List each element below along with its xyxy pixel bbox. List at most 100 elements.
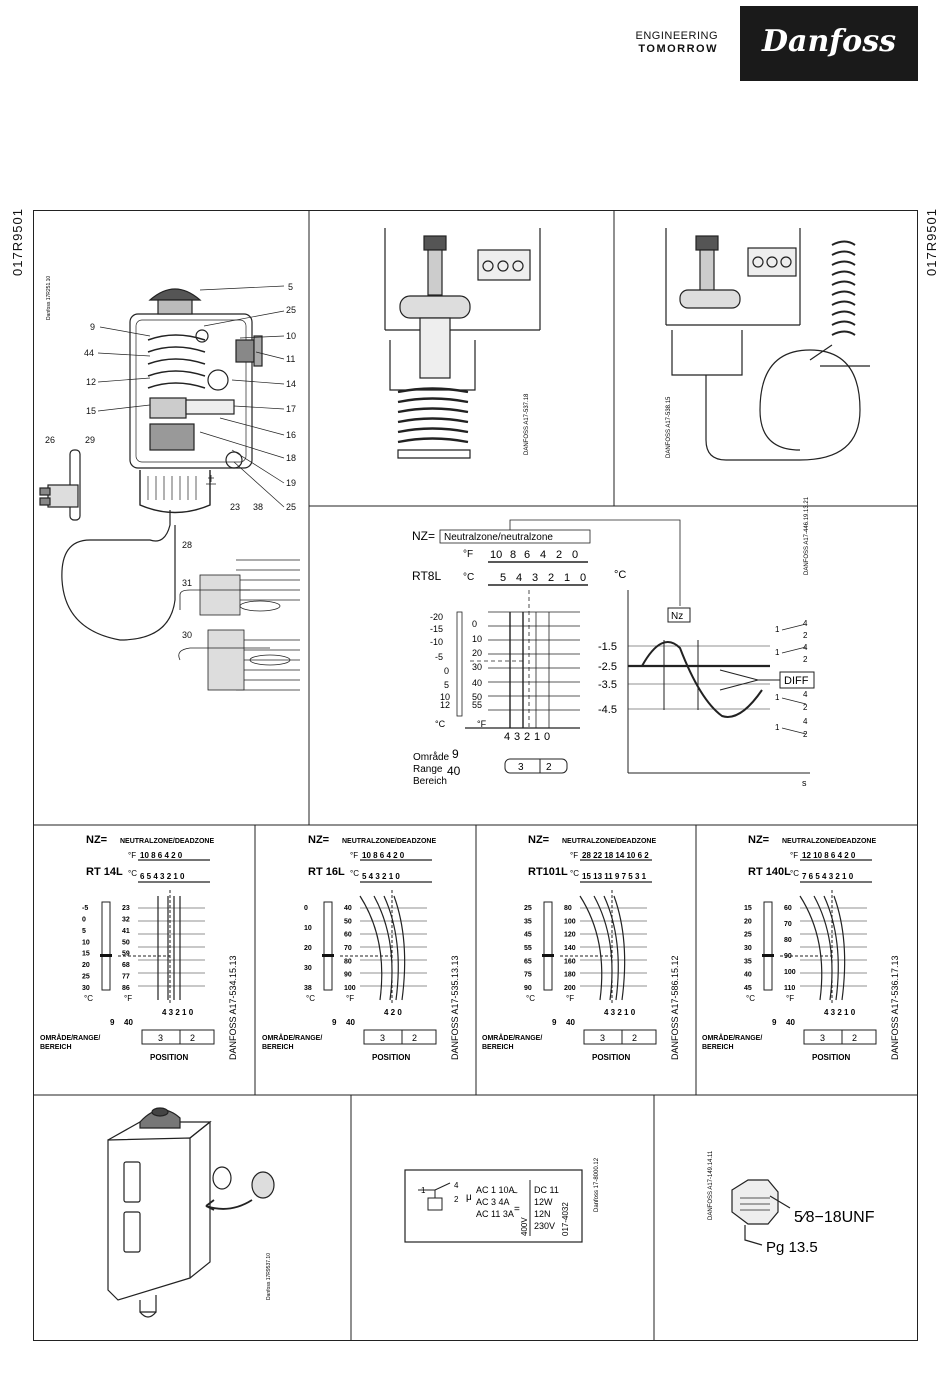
small-curve bbox=[579, 895, 603, 1001]
svg-text:1: 1 bbox=[421, 1186, 426, 1195]
small-position: POSITION bbox=[372, 1053, 410, 1062]
svg-text:DIFF: DIFF bbox=[784, 675, 809, 687]
callout: 19 bbox=[286, 478, 296, 488]
small-f: °F bbox=[350, 851, 358, 860]
svg-text:-2.5: -2.5 bbox=[598, 661, 617, 673]
small-scale-f: 32 bbox=[122, 916, 130, 923]
svg-text:1: 1 bbox=[775, 693, 780, 702]
small-f-bottom: °F bbox=[346, 994, 354, 1003]
small-box-1: 3 bbox=[158, 1033, 163, 1043]
small-curve bbox=[383, 895, 399, 1001]
small-box-1: 3 bbox=[820, 1033, 825, 1043]
svg-text:Nz: Nz bbox=[671, 611, 683, 622]
small-model: RT 140L bbox=[748, 866, 791, 878]
small-f: °F bbox=[128, 851, 136, 860]
small-f-ticks: 10 8 6 4 2 0 bbox=[140, 851, 183, 860]
svg-text:2: 2 bbox=[546, 762, 552, 773]
small-stamp: DANFOSS A17-535.13.13 bbox=[450, 955, 460, 1060]
small-scale-f: 86 bbox=[122, 985, 130, 992]
callout: 25 bbox=[286, 305, 296, 315]
svg-text:2: 2 bbox=[548, 572, 554, 584]
small-scale-c: 35 bbox=[524, 918, 532, 925]
small-scale-f: 50 bbox=[122, 939, 130, 946]
small-range-max: 40 bbox=[346, 1018, 355, 1027]
svg-text:μ: μ bbox=[466, 1192, 472, 1203]
small-scale-f: 200 bbox=[564, 985, 576, 992]
small-box-1: 3 bbox=[380, 1033, 385, 1043]
svg-text:10: 10 bbox=[472, 634, 482, 644]
danfoss-logo: Danfoss bbox=[740, 6, 918, 81]
svg-text:017-4032: 017-4032 bbox=[561, 1202, 570, 1236]
c-ticks: 5 4 3 2 1 0 bbox=[500, 572, 586, 584]
svg-text:4: 4 bbox=[803, 690, 808, 699]
svg-text:1: 1 bbox=[534, 731, 540, 743]
svg-text:-4.5: -4.5 bbox=[598, 704, 617, 716]
svg-text:2: 2 bbox=[803, 730, 808, 739]
svg-text:0: 0 bbox=[444, 666, 449, 676]
svg-text:5: 5 bbox=[444, 680, 449, 690]
callout: 11 bbox=[286, 354, 295, 364]
small-range-min: 9 bbox=[332, 1018, 337, 1027]
svg-text:4: 4 bbox=[516, 572, 522, 584]
small-scale-f: 50 bbox=[344, 918, 352, 925]
svg-text:°C: °C bbox=[614, 569, 626, 581]
svg-text:2: 2 bbox=[524, 731, 530, 743]
svg-text:10: 10 bbox=[490, 549, 502, 561]
small-model: RT101L bbox=[528, 866, 568, 878]
small-scale-f: 40 bbox=[344, 905, 352, 912]
small-curve bbox=[799, 895, 823, 1001]
svg-text:230V: 230V bbox=[534, 1221, 555, 1231]
tagline: ENGINEERING TOMORROW bbox=[620, 30, 718, 56]
svg-text:40: 40 bbox=[472, 678, 482, 688]
small-scale-f: 70 bbox=[784, 921, 792, 928]
callout: 12 bbox=[86, 377, 96, 387]
small-stamp: DANFOSS A17-536.17.13 bbox=[890, 955, 900, 1060]
svg-text:6: 6 bbox=[524, 549, 530, 561]
small-footer: OMRÅDE/RANGE/ bbox=[262, 1033, 322, 1042]
svg-text:400V: 400V bbox=[520, 1217, 529, 1236]
small-c-bottom: °C bbox=[306, 994, 315, 1003]
svg-text:0: 0 bbox=[580, 572, 586, 584]
label-left-lines: AC 1 10A AC 3 4A AC 11 3A bbox=[476, 1185, 515, 1219]
small-f-ticks: 10 8 6 4 2 0 bbox=[362, 851, 405, 860]
svg-text:50: 50 bbox=[472, 692, 482, 702]
small-scale-c: 40 bbox=[744, 972, 752, 979]
small-range-min: 9 bbox=[552, 1018, 557, 1027]
callout: 25 bbox=[286, 502, 296, 512]
small-zone: NEUTRALZONE/DEADZONE bbox=[782, 838, 876, 845]
left-scale-f: 0 10 20 30 40 50 55 bbox=[472, 619, 482, 710]
svg-text:-15: -15 bbox=[430, 624, 443, 634]
svg-text:4: 4 bbox=[540, 549, 546, 561]
small-scale-f: 100 bbox=[344, 985, 356, 992]
small-scale-c: 30 bbox=[744, 945, 752, 952]
small-scale-c: 0 bbox=[82, 916, 86, 923]
small-scale-c: 15 bbox=[744, 905, 752, 912]
svg-text:20: 20 bbox=[472, 648, 482, 658]
small-c: °C bbox=[128, 869, 137, 878]
small-scale-c: 55 bbox=[524, 945, 532, 952]
svg-text:30: 30 bbox=[472, 662, 482, 672]
svg-text:3: 3 bbox=[518, 762, 524, 773]
small-f-ticks: 12 10 8 6 4 2 0 bbox=[802, 851, 856, 860]
svg-text:AC 1 10A: AC 1 10A bbox=[476, 1185, 515, 1195]
callout: 28 bbox=[182, 540, 192, 550]
small-box-1: 3 bbox=[600, 1033, 605, 1043]
svg-text:0: 0 bbox=[472, 619, 477, 629]
small-c: °C bbox=[790, 869, 799, 878]
small-scale-c: 45 bbox=[744, 985, 752, 992]
rating-label: 1 4 2 μ AC 1 10A AC 3 4A AC 11 3A ~ = DC… bbox=[404, 1157, 600, 1243]
small-f: °F bbox=[570, 851, 578, 860]
small-stamp: DANFOSS A17-586.15.12 bbox=[670, 955, 680, 1060]
small-scale-f: 70 bbox=[344, 945, 352, 952]
small-scale-f: 59 bbox=[122, 951, 130, 958]
small-footer: OMRÅDE/RANGE/ bbox=[482, 1033, 542, 1042]
small-box-2: 2 bbox=[632, 1033, 637, 1043]
small-c-bottom: °C bbox=[526, 994, 535, 1003]
small-scale-c: 20 bbox=[82, 962, 90, 969]
small-box-2: 2 bbox=[852, 1033, 857, 1043]
small-c: °C bbox=[570, 869, 579, 878]
bottom-ticks: 4 3 2 1 0 bbox=[504, 731, 550, 743]
svg-text:4: 4 bbox=[803, 717, 808, 726]
svg-text:DC 11: DC 11 bbox=[534, 1185, 559, 1195]
small-position: POSITION bbox=[812, 1053, 850, 1062]
